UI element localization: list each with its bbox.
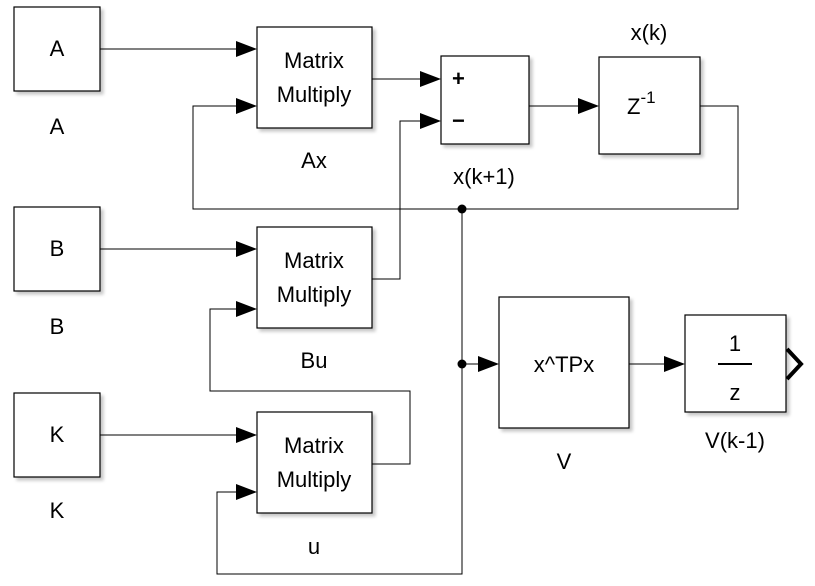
outport-chevron [785, 347, 804, 381]
arrow-tf-in [664, 356, 685, 372]
constant-k-label: K [50, 498, 65, 523]
sum-minus-sign: − [452, 108, 465, 133]
constant-block-b[interactable]: B [13, 206, 101, 292]
wire-state-branch[interactable] [216, 209, 463, 575]
constant-b-label: B [50, 314, 65, 339]
quad-label: V [557, 449, 572, 474]
mm-bu-label: Bu [301, 348, 328, 373]
arrow-sum-minus [420, 113, 441, 129]
signal-label-next-state: x(k+1) [453, 164, 515, 189]
tf-numerator: 1 [729, 331, 741, 356]
mm-ax-line1: Matrix [284, 48, 344, 73]
arrow-sum-plus [420, 71, 441, 87]
sum-block[interactable]: + − [440, 55, 530, 145]
matrix-multiply-ax-block[interactable]: Matrix Multiply [256, 26, 373, 129]
mm-u-label: u [308, 534, 320, 559]
constant-a-label: A [50, 114, 65, 139]
constant-a-value: A [50, 36, 65, 61]
mm-u-line2: Multiply [277, 467, 352, 492]
arrow-ax-in2 [236, 98, 257, 114]
mm-ax-line2: Multiply [277, 82, 352, 107]
mm-u-line1: Matrix [284, 433, 344, 458]
matrix-multiply-bu-block[interactable]: Matrix Multiply [256, 226, 373, 329]
arrowheads [236, 41, 804, 500]
tf-denominator: z [730, 380, 741, 405]
unit-delay-block[interactable]: Z-1 [598, 56, 701, 155]
arrow-bu-in1 [236, 241, 257, 257]
tf-label: V(k-1) [705, 428, 765, 453]
junction-quad-branch [457, 359, 467, 369]
wire-u-to-bu[interactable] [209, 308, 411, 465]
mm-bu-line1: Matrix [284, 248, 344, 273]
wire-bu-to-sum[interactable] [372, 120, 420, 280]
matrix-multiply-u-block[interactable]: Matrix Multiply [256, 411, 373, 514]
arrow-u-in1 [236, 427, 257, 443]
delay-label-xk: x(k) [631, 20, 668, 45]
mm-ax-label: Ax [301, 148, 327, 173]
mm-bu-line2: Multiply [277, 282, 352, 307]
constant-block-k[interactable]: K [13, 392, 101, 478]
quadratic-form-block[interactable]: x^TPx [498, 296, 630, 429]
quad-expression: x^TPx [534, 352, 594, 377]
constant-block-a[interactable]: A [13, 6, 101, 92]
arrow-delay-in [578, 98, 599, 114]
arrow-quad-in [478, 356, 499, 372]
delay-symbol: Z-1 [627, 88, 656, 119]
arrow-u-in2 [236, 484, 257, 500]
junction-state [457, 204, 467, 214]
arrow-bu-in2 [236, 301, 257, 317]
transfer-function-block[interactable]: 1 z [684, 314, 787, 413]
constant-k-value: K [50, 422, 65, 447]
constant-b-value: B [50, 236, 65, 261]
arrow-ax-in1 [236, 41, 257, 57]
sum-plus-sign: + [452, 66, 465, 91]
